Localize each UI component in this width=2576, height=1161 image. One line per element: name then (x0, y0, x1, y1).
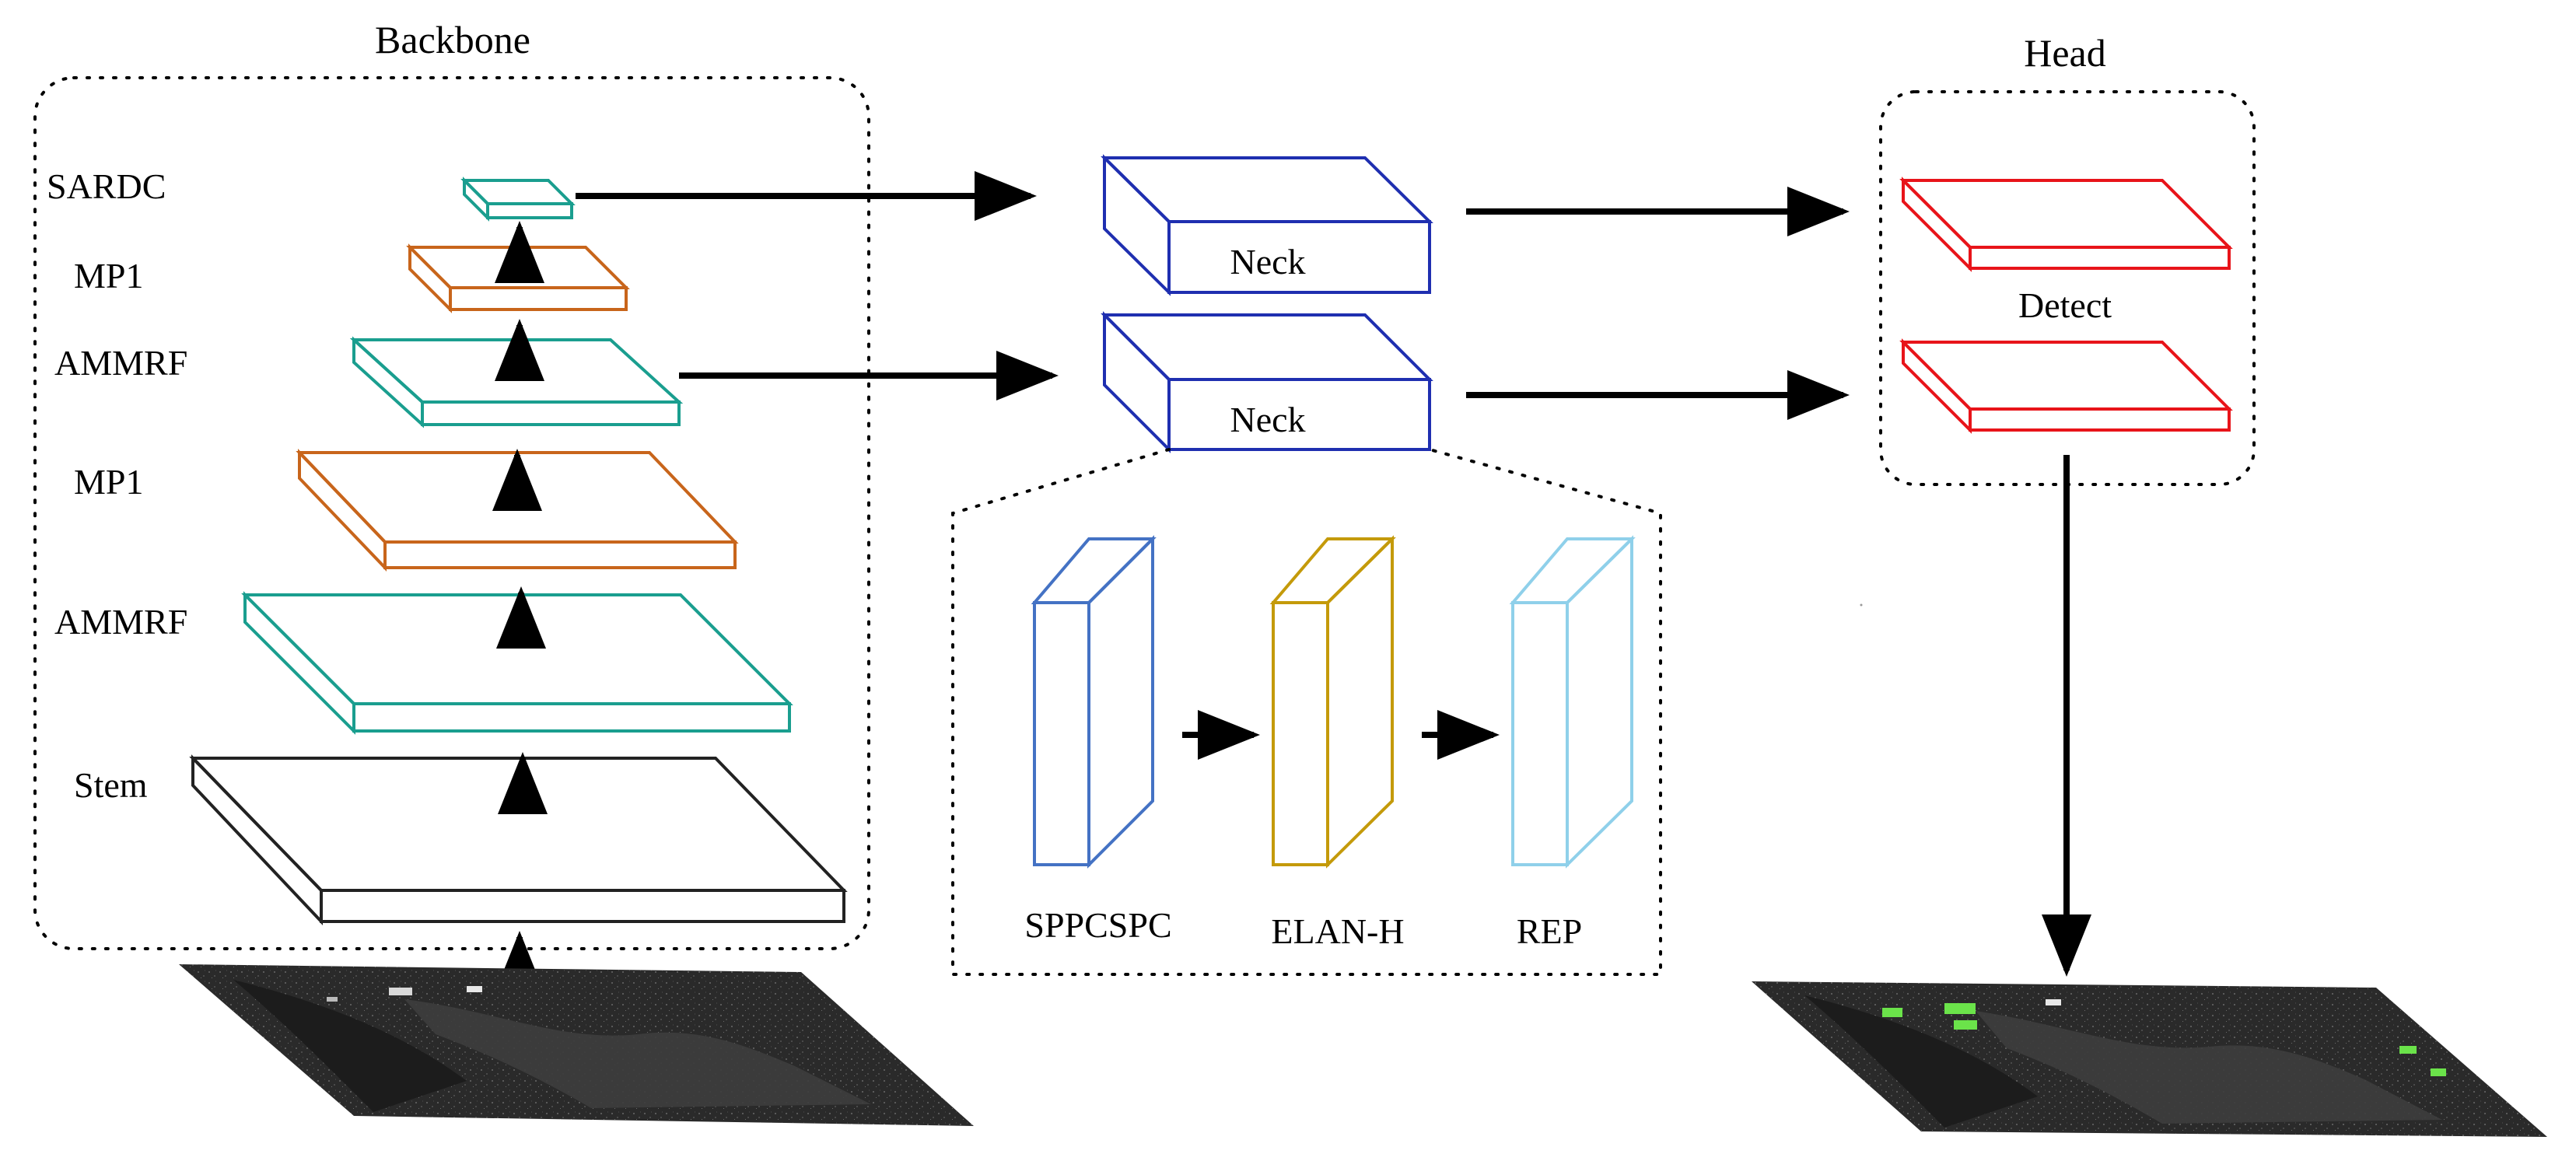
neck-detail-callout (951, 448, 1662, 976)
layer-label-sardc: SARDC (47, 166, 166, 206)
head-title: Head (2024, 31, 2106, 75)
sardc-layer (460, 177, 576, 222)
elan-h-label: ELAN-H (1271, 911, 1404, 951)
layer-label-mp1-top: MP1 (74, 256, 143, 295)
detect-block-bottom (1899, 338, 2233, 434)
neck-to-head-arrows (1466, 187, 1850, 420)
sppcspc-module (1031, 535, 1157, 869)
detection-box (1954, 1020, 1977, 1030)
rep-label: REP (1517, 911, 1582, 951)
ammrf-layer-bottom (241, 591, 793, 735)
detection-box (2399, 1046, 2417, 1054)
stem-layer (189, 754, 848, 926)
backbone-to-neck-arrows (576, 171, 1059, 400)
layer-label-mp1-bottom: MP1 (74, 462, 143, 502)
neck-block-top (1101, 154, 1433, 296)
sppcspc-label: SPPCSPC (1024, 905, 1171, 945)
neck-label-top: Neck (1230, 242, 1305, 282)
detection-box (1882, 1008, 1902, 1017)
neck-label-bottom: Neck (1230, 400, 1305, 439)
elan-h-module (1269, 535, 1396, 869)
backbone-section: Backbone SARDC MP1 AMMRF MP1 AMMRF Stem (33, 18, 870, 993)
backbone-boundary (33, 76, 870, 950)
backbone-title: Backbone (375, 18, 530, 61)
backbone-flow-arrows (492, 221, 548, 993)
head-section: Head Detect (1879, 31, 2256, 977)
detect-label: Detect (2018, 285, 2112, 325)
detect-block-top (1899, 177, 2233, 272)
layer-label-stem: Stem (74, 765, 148, 805)
layer-label-ammrf-bottom: AMMRF (54, 602, 187, 642)
layer-label-ammrf-top: AMMRF (54, 343, 187, 383)
rep-module (1509, 535, 1636, 869)
detection-box (2431, 1068, 2446, 1076)
output-sar-image (1752, 981, 2547, 1137)
neck-section: Neck Neck SPPCSPC ELAN-H REP (951, 154, 1662, 976)
detection-box (1944, 1003, 1976, 1014)
input-sar-image (179, 964, 974, 1126)
